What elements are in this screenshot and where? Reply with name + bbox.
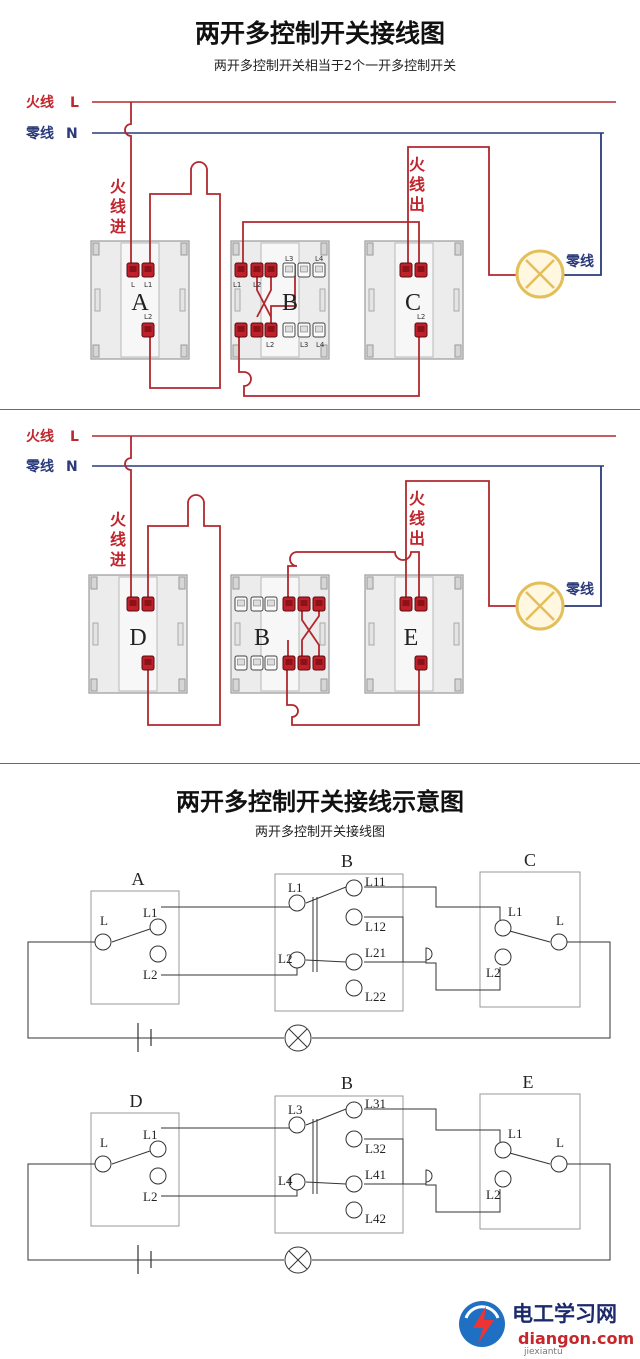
p1-live-in-2: 线 bbox=[110, 197, 126, 216]
p3-top-c-l1: L1 bbox=[508, 904, 522, 919]
p1-letter-a: A bbox=[131, 290, 149, 316]
p2-lamp-icon bbox=[515, 581, 565, 631]
p1-a-l2: L2 bbox=[144, 313, 152, 321]
p2-live-in-3: 进 bbox=[110, 550, 126, 569]
p1-a-l: L bbox=[131, 281, 135, 289]
p1-live-letter: L bbox=[70, 95, 79, 111]
watermark-logo-icon bbox=[459, 1301, 505, 1347]
panel3-title: 两开多控制开关接线示意图 bbox=[176, 788, 464, 816]
p3-top-l: L bbox=[100, 913, 108, 928]
p3-top-c-l2: L2 bbox=[486, 965, 500, 980]
divider-2 bbox=[0, 763, 640, 764]
p2-lamp-neutral: 零线 bbox=[565, 581, 594, 598]
p1-lamp-icon bbox=[515, 249, 565, 299]
p2-live-out-3: 出 bbox=[409, 529, 425, 548]
p3-top-a: A bbox=[132, 869, 145, 889]
p1-lamp-neutral: 零线 bbox=[565, 253, 594, 270]
p3-top-l12: L12 bbox=[365, 919, 386, 934]
p3-bot-l41: L41 bbox=[365, 1167, 386, 1182]
panel3-subtitle: 两开多控制开关接线图 bbox=[255, 824, 385, 840]
p3-bot-b-l4: L4 bbox=[278, 1173, 293, 1188]
p2-neutral-letter: N bbox=[66, 459, 78, 475]
p2-live-letter: L bbox=[70, 429, 79, 445]
p1-b-l2: L2 bbox=[253, 281, 261, 289]
p2-live-in-1: 火 bbox=[110, 510, 127, 529]
p3-bot-l31: L31 bbox=[365, 1096, 386, 1111]
p1-letter-b: B bbox=[282, 290, 298, 316]
p1-live-out-3: 出 bbox=[409, 195, 425, 214]
watermark-url: diangon.com bbox=[518, 1329, 634, 1348]
p3-top-b-l1: L1 bbox=[288, 880, 302, 895]
divider-1 bbox=[0, 409, 640, 410]
p3-top-c: C bbox=[524, 850, 536, 870]
p3-bot-l42: L42 bbox=[365, 1211, 386, 1226]
p1-neutral-letter: N bbox=[66, 126, 78, 142]
p3-top-c-l: L bbox=[556, 913, 564, 928]
p3-bot-e-l1: L1 bbox=[508, 1126, 522, 1141]
p3-top-l11: L11 bbox=[365, 874, 385, 889]
p1-letter-c: C bbox=[405, 290, 421, 316]
p1-neutral-label: 零线 bbox=[25, 125, 54, 142]
p3-bot-b-l3: L3 bbox=[288, 1102, 302, 1117]
p2-live-in-2: 线 bbox=[110, 530, 126, 549]
p1-b-l3: L3 bbox=[285, 255, 293, 263]
p3-bot-e: E bbox=[523, 1072, 534, 1092]
p1-live-in-3: 进 bbox=[110, 217, 126, 236]
p1-b-l1: L1 bbox=[233, 281, 241, 289]
p2-live-out-2: 线 bbox=[409, 509, 425, 528]
p3-top-b: B bbox=[341, 851, 353, 871]
p1-live-out-1: 火 bbox=[409, 155, 426, 174]
p2-letter-d: D bbox=[129, 625, 146, 651]
p3-top-b-l2: L2 bbox=[278, 951, 292, 966]
p3-bot-l1: L1 bbox=[143, 1127, 157, 1142]
p3-bot-e-l2: L2 bbox=[486, 1187, 500, 1202]
p2-letter-e: E bbox=[404, 625, 419, 651]
p3-top-l2: L2 bbox=[143, 967, 157, 982]
p1-b-bl2: L2 bbox=[266, 341, 274, 349]
p2-letter-b: B bbox=[254, 625, 270, 651]
p2-live-label: 火线 bbox=[26, 428, 54, 445]
p1-live-in-1: 火 bbox=[110, 177, 127, 196]
p1-b-bl3: L3 bbox=[300, 341, 308, 349]
p1-b-l4: L4 bbox=[315, 255, 324, 263]
p2-neutral-label: 零线 bbox=[25, 458, 54, 475]
p3-top-l22: L22 bbox=[365, 989, 386, 1004]
watermark-url-small: jiexiantu bbox=[523, 1347, 563, 1357]
p1-b-bl4: L4 bbox=[316, 341, 325, 349]
p1-live-label: 火线 bbox=[26, 94, 54, 111]
p1-c-l2: L2 bbox=[417, 313, 425, 321]
p3-bot-e-l: L bbox=[556, 1135, 564, 1150]
p1-live-out-2: 线 bbox=[409, 175, 425, 194]
panel1-title: 两开多控制开关接线图 bbox=[195, 19, 445, 48]
p3-top-l1: L1 bbox=[143, 905, 157, 920]
p3-bot-l2: L2 bbox=[143, 1189, 157, 1204]
panel1-subtitle: 两开多控制开关相当于2个一开多控制开关 bbox=[214, 58, 456, 74]
p3-bot-l: L bbox=[100, 1135, 108, 1150]
watermark-brand: 电工学习网 bbox=[512, 1302, 617, 1326]
p3-bot-d: D bbox=[130, 1091, 143, 1111]
switch-b2 bbox=[230, 574, 330, 694]
p2-live-out-1: 火 bbox=[409, 489, 426, 508]
p3-bot-b: B bbox=[341, 1073, 353, 1093]
p3-bot-l32: L32 bbox=[365, 1141, 386, 1156]
p1-a-l1: L1 bbox=[144, 281, 152, 289]
p3-top-l21: L21 bbox=[365, 945, 386, 960]
